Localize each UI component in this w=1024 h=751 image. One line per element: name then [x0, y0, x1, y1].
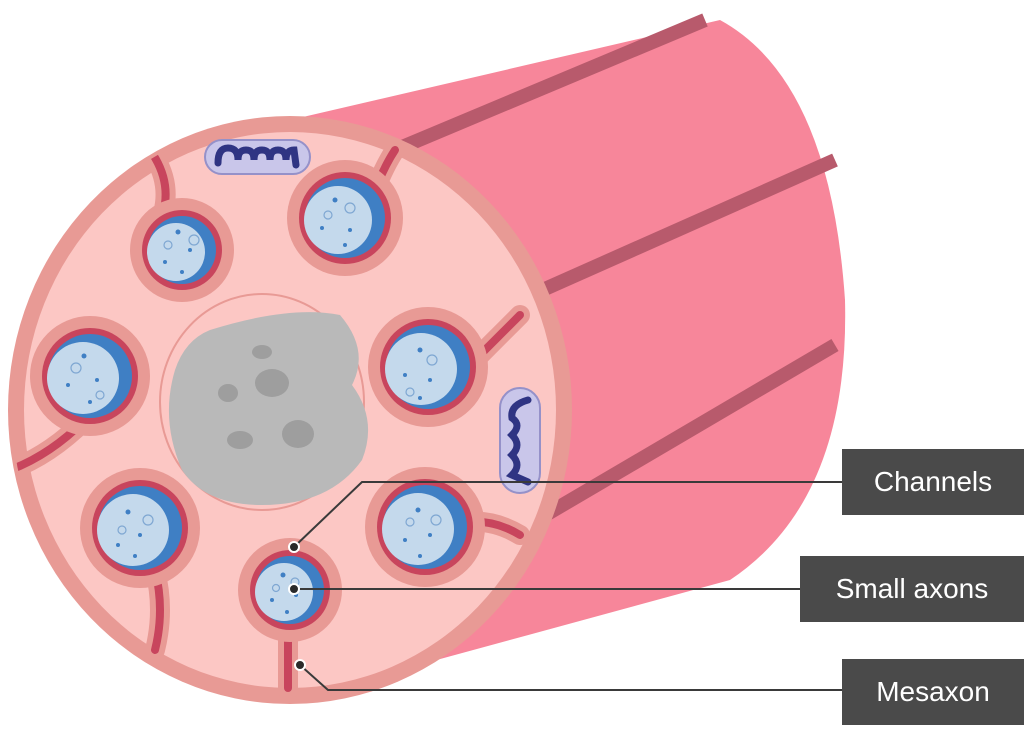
- leader-line-mesaxon: [299, 664, 842, 691]
- axon-icon: [287, 160, 403, 276]
- leader-lines: [293, 481, 842, 691]
- axon-icon: [368, 307, 488, 427]
- axon-icon: [365, 467, 485, 587]
- leader-line-channels: [293, 481, 842, 548]
- axon-vesicles: [70, 202, 442, 593]
- label-channels: Channels: [842, 449, 1024, 515]
- axon-speckles: [66, 197, 432, 614]
- leader-dots: [288, 541, 306, 671]
- mitochondrion-icon: [499, 387, 541, 494]
- axon-icon: [30, 316, 150, 436]
- mitochondrion-icon: [204, 139, 311, 175]
- nucleus-icon: [159, 293, 369, 511]
- label-mesaxon: Mesaxon: [842, 659, 1024, 725]
- label-small-axons: Small axons: [800, 556, 1024, 622]
- axon-icon: [80, 468, 200, 588]
- axon-icon: [130, 198, 234, 302]
